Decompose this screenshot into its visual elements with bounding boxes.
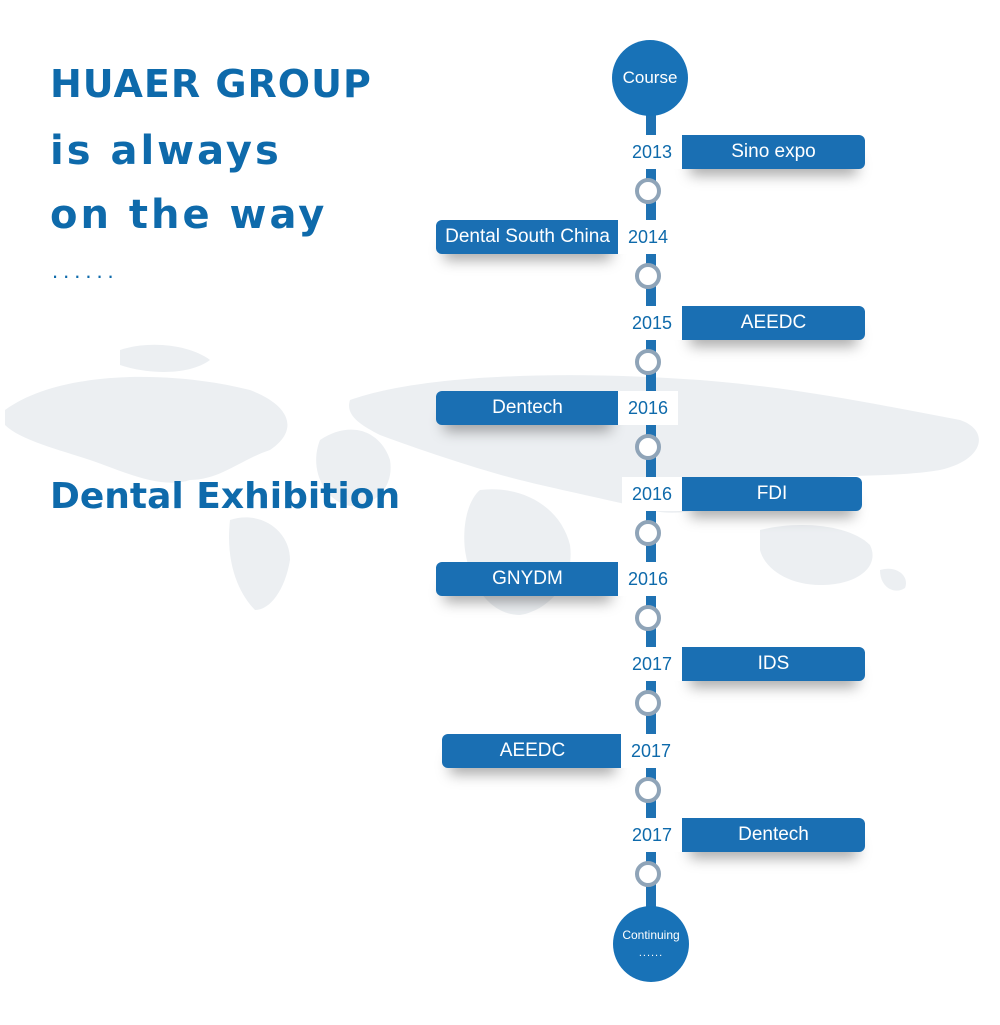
timeline-row: Dental South China 2014	[0, 220, 1000, 254]
timeline-year: 2017	[622, 818, 682, 852]
timeline-event-label: Dentech	[436, 391, 619, 425]
timeline-ring-icon	[635, 777, 661, 803]
timeline-event-label: IDS	[682, 647, 865, 681]
timeline-year: 2016	[618, 562, 678, 596]
timeline-row: 2015 AEEDC	[0, 306, 1000, 340]
timeline-ring-icon	[635, 434, 661, 460]
timeline-year: 2017	[621, 734, 681, 768]
timeline-ring-icon	[635, 690, 661, 716]
timeline-row: 2016 FDI	[0, 477, 1000, 511]
headline-line-2: is always	[50, 128, 282, 174]
end-node-ellipsis: ......	[638, 946, 664, 959]
timeline-ring-icon	[635, 605, 661, 631]
headline-line-3: on the way	[50, 192, 328, 238]
timeline-row: 2017 IDS	[0, 647, 1000, 681]
end-node-label: Continuing	[622, 927, 680, 942]
timeline-year: 2015	[622, 306, 682, 340]
timeline-year: 2013	[622, 135, 682, 169]
start-node-label: Course	[622, 68, 678, 87]
timeline-event-label: AEEDC	[442, 734, 623, 768]
timeline-row: Dentech 2016	[0, 391, 1000, 425]
timeline-row: GNYDM 2016	[0, 562, 1000, 596]
timeline-ring-icon	[635, 178, 661, 204]
timeline-year: 2016	[622, 477, 682, 511]
timeline-ring-icon	[635, 861, 661, 887]
timeline-year: 2014	[618, 220, 678, 254]
timeline-event-label: AEEDC	[682, 306, 865, 340]
timeline-row: AEEDC 2017	[0, 734, 1000, 768]
timeline-start-node: Course	[612, 40, 688, 116]
timeline-year: 2017	[622, 647, 682, 681]
timeline-event-label: GNYDM	[436, 562, 619, 596]
timeline-event-label: Sino expo	[682, 135, 865, 169]
timeline-ring-icon	[635, 263, 661, 289]
timeline-row: 2013 Sino expo	[0, 135, 1000, 169]
timeline-event-label: FDI	[682, 477, 862, 511]
headline-company: HUAER GROUP	[50, 62, 372, 106]
section-subtitle: Dental Exhibition	[50, 476, 401, 517]
timeline-ring-icon	[635, 520, 661, 546]
timeline-end-node: Continuing ......	[613, 906, 689, 982]
timeline-ring-icon	[635, 349, 661, 375]
timeline-event-label: Dental South China	[436, 220, 619, 254]
timeline-event-label: Dentech	[682, 818, 865, 852]
headline-ellipsis: ......	[52, 258, 119, 283]
timeline-row: 2017 Dentech	[0, 818, 1000, 852]
timeline-year: 2016	[618, 391, 678, 425]
